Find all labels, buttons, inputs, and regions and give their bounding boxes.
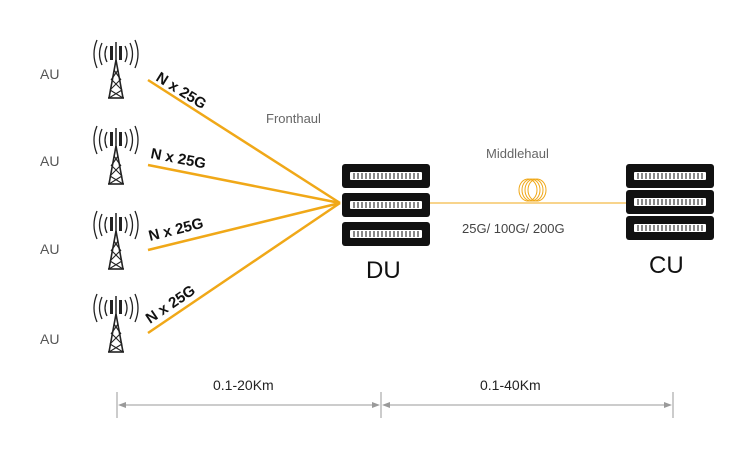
au-label: AU <box>40 331 59 347</box>
antenna-3: AU N x 25G <box>40 210 205 270</box>
au-label: AU <box>40 66 59 82</box>
cell-tower-icon <box>93 210 139 270</box>
middlehaul-fiber <box>430 178 626 204</box>
fronthaul-distance: 0.1-20Km <box>213 377 274 393</box>
au-label: AU <box>40 241 59 257</box>
cu-label: CU <box>649 252 684 279</box>
cell-tower-icon <box>93 293 139 353</box>
middlehaul-speeds: 25G/ 100G/ 200G <box>462 221 565 236</box>
link-rate-label: N x 25G <box>149 145 207 172</box>
fronthaul-link-4 <box>147 201 341 335</box>
link-rate-label: N x 25G <box>153 69 209 113</box>
du-server-icon <box>341 163 431 247</box>
link-rate-label: N x 25G <box>147 215 205 245</box>
cell-tower-icon <box>93 125 139 185</box>
du-label: DU <box>366 257 401 284</box>
antenna-1: AU N x 25G <box>40 39 209 113</box>
fronthaul-link-2 <box>147 163 341 205</box>
fronthaul-label: Fronthaul <box>266 111 321 126</box>
middlehaul-distance: 0.1-40Km <box>480 377 541 393</box>
antenna-2: AU N x 25G <box>40 125 207 185</box>
cu-server-icon <box>625 163 715 241</box>
fronthaul-link-1 <box>147 78 341 205</box>
antenna-4: AU N x 25G <box>40 282 199 353</box>
fronthaul-link-3 <box>147 201 341 252</box>
fiber-coil-icon <box>518 178 547 202</box>
au-label: AU <box>40 153 59 169</box>
dimension-lines <box>116 392 674 418</box>
fronthaul-links <box>147 78 341 335</box>
cell-tower-icon <box>93 39 139 99</box>
middlehaul-label: Middlehaul <box>486 146 549 161</box>
